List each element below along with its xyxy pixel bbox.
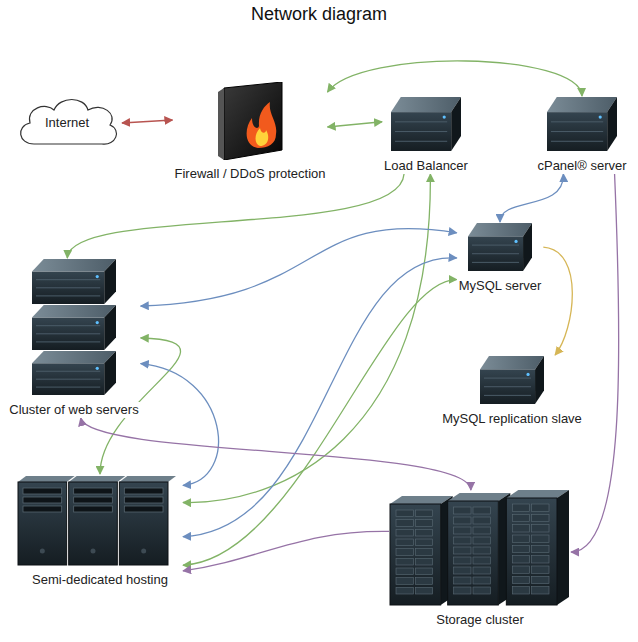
server-node: MySQL replication slave (440, 355, 584, 427)
server-node: Load Balancer (382, 96, 470, 174)
node-label: MySQL replication slave (440, 411, 584, 427)
connector (141, 364, 219, 486)
rack-icon (467, 222, 533, 272)
connector (543, 247, 572, 355)
connector (328, 122, 383, 127)
connector (183, 531, 389, 571)
node-label: cPanel® server (535, 158, 628, 174)
diagram-title: Network diagram (248, 4, 390, 24)
node-label: Firewall / DDoS protection (173, 166, 328, 182)
node-label: Load Balancer (382, 158, 470, 174)
node-label: MySQL server (457, 278, 544, 294)
stack-icon (31, 258, 117, 396)
server-node: Semi-dedicated hosting (17, 474, 183, 588)
connector (183, 280, 457, 566)
connector (67, 174, 404, 258)
connector (122, 120, 173, 123)
rack-icon (390, 96, 462, 152)
connector (500, 174, 563, 222)
server-node: Cluster of web servers (7, 258, 140, 418)
tower-icon (17, 474, 183, 566)
rack-icon (479, 355, 545, 405)
node-label: Storage cluster (434, 612, 525, 628)
connector (183, 174, 430, 503)
diagram-title-row: Network diagram (0, 4, 638, 25)
connector (328, 61, 583, 96)
connector (571, 174, 619, 552)
cloud-node: Internet (12, 92, 122, 154)
node-label: Internet (43, 115, 91, 131)
node-label: Cluster of web servers (7, 402, 140, 418)
node-label: Semi-dedicated hosting (30, 572, 170, 588)
server-node: Firewall / DDoS protection (173, 82, 328, 182)
storage-icon (389, 490, 571, 606)
fire-icon (214, 82, 286, 160)
connector (183, 258, 457, 537)
connector (141, 229, 457, 306)
connector (81, 418, 471, 490)
server-node: cPanel® server (535, 96, 628, 174)
server-node: Storage cluster (389, 490, 571, 628)
rack-icon (546, 96, 618, 152)
server-node: MySQL server (457, 222, 544, 294)
